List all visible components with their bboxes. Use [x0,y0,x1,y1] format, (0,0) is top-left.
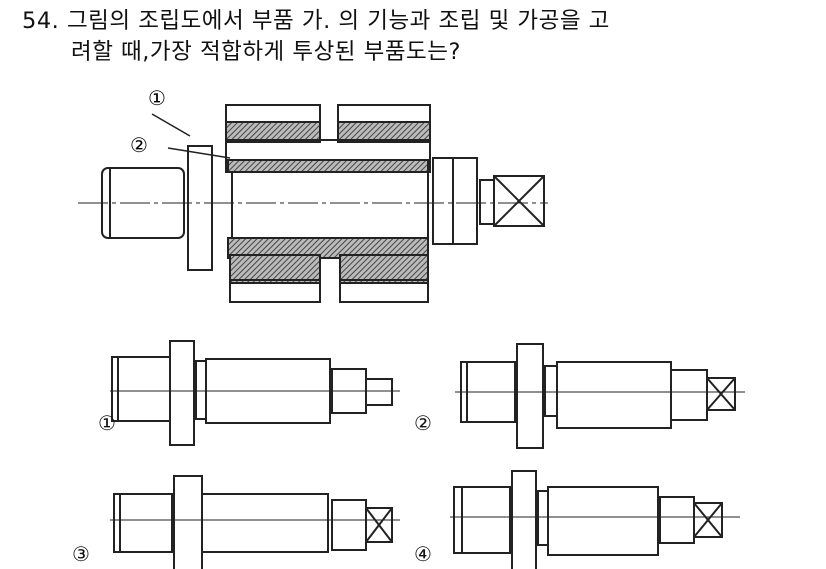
question-line-2: 려할 때,가장 적합하게 투상된 부품도는? [71,39,461,65]
option-3-drawing [110,475,400,569]
option-2-drawing [455,343,745,449]
question-line-1: 그림의 조립도에서 부품 가. 의 기능과 조립 및 가공을 고 [66,8,610,34]
option-1-drawing [110,340,400,446]
assembly-drawing: ① ② [78,86,548,303]
option-4-drawing [450,470,740,569]
option-2-label[interactable]: ② [414,411,432,435]
callout-1: ① [148,86,166,110]
option-1-label[interactable]: ① [98,411,116,435]
question-number: 54. [22,8,60,34]
callout-2: ② [130,133,148,157]
question-text: 54. 그림의 조립도에서 부품 가. 의 기능과 조립 및 가공을 고 려할 … [22,6,610,68]
option-3-label[interactable]: ③ [72,542,90,566]
option-4-label[interactable]: ④ [414,542,432,566]
